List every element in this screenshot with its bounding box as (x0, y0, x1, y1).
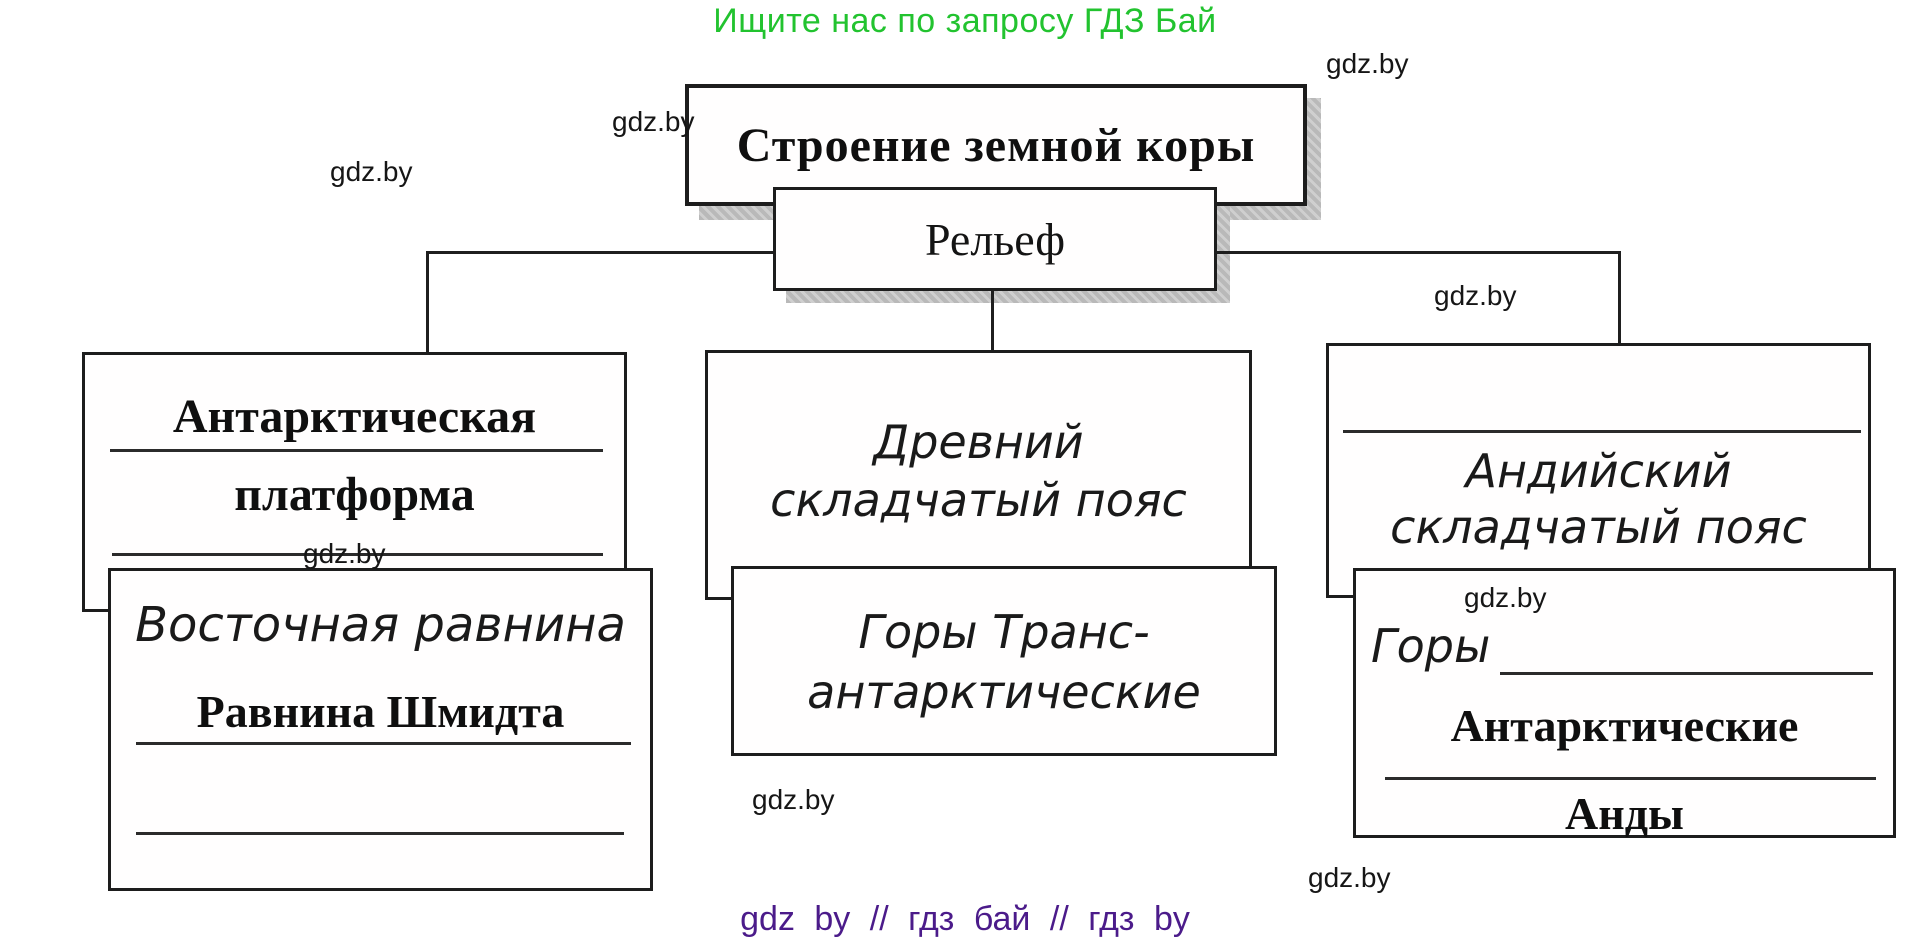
watermark-gdz-1: gdz.by (612, 106, 695, 137)
right-bottom-prefix: Горы (1371, 619, 1491, 673)
left-top-blank-line-1 (110, 449, 603, 452)
middle-bottom-line1: Горы Транс- (858, 605, 1150, 659)
watermark-gdz-2: gdz.by (330, 156, 413, 187)
left-bottom-line2: Равнина Шмидта (196, 686, 565, 737)
footer-search-terms: gdz by // гдз бай // гдз by (740, 900, 1190, 938)
right-top-box: Андийский складчатый пояс (1326, 343, 1871, 598)
watermark-gdz-7: gdz.by (752, 784, 835, 815)
connector-left-horizontal (426, 251, 773, 254)
left-bottom-box: Восточная равнина Равнина Шмидта (108, 568, 653, 891)
watermark-gdz-8: gdz.by (1308, 862, 1391, 893)
middle-top-box: Древний складчатый пояс (705, 350, 1252, 600)
left-top-line2: платформа (234, 468, 475, 521)
right-bottom-box: Горы Антарктические Анды (1353, 568, 1896, 839)
connector-right-horizontal (1217, 251, 1621, 254)
promo-header-text: Ищите нас по запросу ГДЗ Бай (713, 2, 1217, 40)
middle-bottom-line2: антарктические (807, 665, 1201, 719)
left-top-blank-line-2 (112, 553, 603, 556)
title-text: Строение земной коры (736, 118, 1256, 172)
right-bottom-blank-line-1 (1500, 672, 1873, 675)
right-top-line1: Андийский (1465, 444, 1732, 498)
right-top-line2: складчатый пояс (1390, 500, 1807, 554)
left-top-line1: Антарктическая (172, 390, 537, 443)
connector-middle-vertical (991, 289, 994, 352)
middle-top-line2: складчатый пояс (770, 473, 1187, 527)
right-bottom-line2: Анды (1565, 788, 1684, 839)
watermark-gdz-4: gdz.by (303, 538, 386, 569)
connector-left-vertical (426, 251, 429, 354)
right-bottom-blank-line-2 (1385, 777, 1876, 780)
watermark-gdz-5: gdz.by (1434, 280, 1517, 311)
connector-right-vertical (1618, 251, 1621, 345)
relief-box: Рельеф (773, 187, 1217, 291)
relief-text: Рельеф (924, 213, 1066, 265)
right-bottom-line1: Антарктические (1450, 700, 1799, 751)
middle-top-line1: Древний (873, 415, 1084, 469)
left-bottom-blank-line-1 (136, 742, 631, 745)
left-bottom-line1: Восточная равнина (135, 597, 626, 653)
watermark-gdz-3: gdz.by (1326, 48, 1409, 79)
watermark-gdz-6: gdz.by (1464, 582, 1547, 613)
right-top-blank-line (1343, 430, 1861, 433)
left-bottom-blank-line-2 (136, 832, 624, 835)
middle-bottom-box: Горы Транс- антарктические (731, 566, 1277, 756)
